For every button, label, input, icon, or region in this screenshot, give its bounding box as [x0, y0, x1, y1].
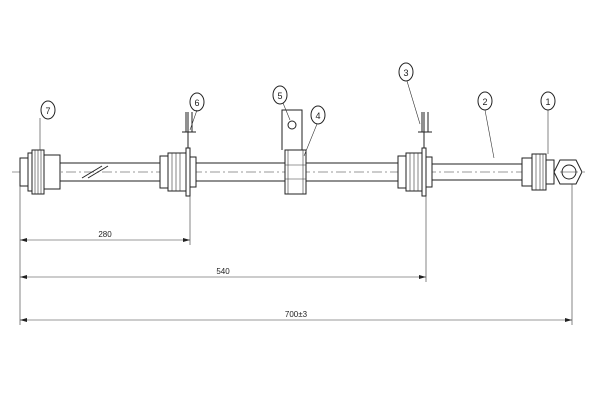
callout-1: 1	[540, 91, 556, 111]
dimension-280: 280	[20, 230, 190, 242]
hose-body	[60, 162, 522, 182]
svg-text:4: 4	[315, 111, 320, 121]
svg-text:3: 3	[403, 68, 408, 78]
svg-text:1: 1	[545, 97, 550, 107]
svg-text:5: 5	[277, 91, 282, 101]
dimension-700-label: 700±3	[285, 310, 308, 319]
callout-5: 5	[272, 85, 288, 105]
right-end-fitting	[521, 153, 583, 191]
clip-fitting-6	[159, 112, 197, 197]
svg-text:6: 6	[194, 98, 199, 108]
svg-text:7: 7	[45, 106, 50, 116]
callout-7: 7	[40, 100, 56, 120]
callout-4: 4	[310, 105, 326, 125]
extension-lines	[19, 184, 573, 325]
callout-2: 2	[477, 91, 493, 111]
dimension-540-label: 540	[216, 267, 230, 276]
dimension-700: 700±3	[20, 310, 572, 322]
callout-6: 6	[189, 92, 205, 112]
clip-fitting-3	[397, 112, 433, 197]
middle-bracket	[281, 109, 307, 195]
left-end-fitting	[19, 149, 61, 195]
callout-3: 3	[398, 62, 414, 82]
dimension-280-label: 280	[98, 230, 112, 239]
dimension-540: 540	[20, 267, 426, 279]
callout-leaders	[39, 80, 549, 159]
svg-text:2: 2	[482, 97, 487, 107]
